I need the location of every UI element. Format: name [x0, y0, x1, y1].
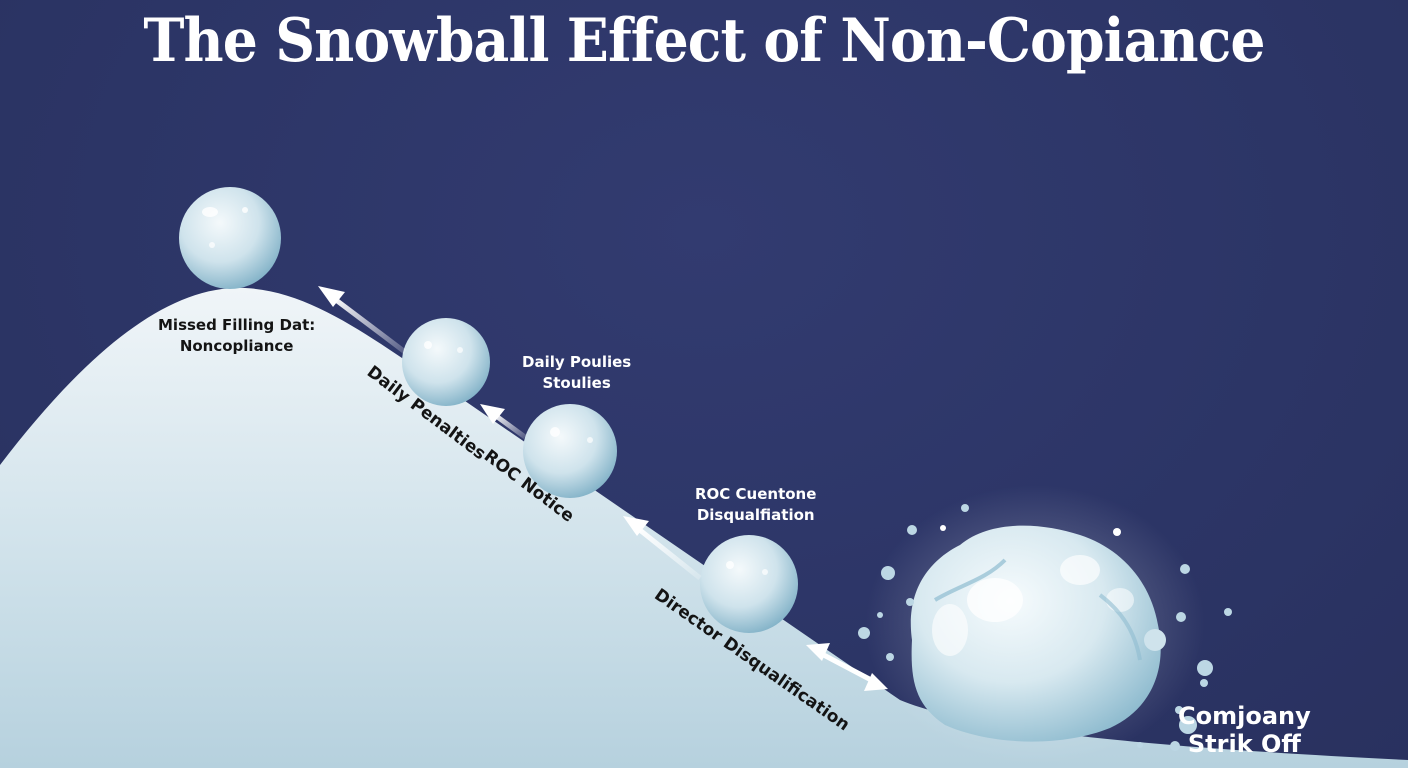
stage-2-side-label: Daily Poulies Stoulies [522, 352, 631, 394]
snow-particles [858, 504, 1232, 751]
hill [0, 287, 1408, 768]
snowball-2 [402, 318, 490, 406]
arrow-up-left-icon [623, 516, 702, 580]
stage-1-label-line1: Missed Filling Dat: [158, 316, 316, 334]
stage-1-label-line2: Noncopliance [179, 337, 294, 355]
snowball-4 [700, 535, 798, 633]
double-arrow-icon [806, 643, 888, 691]
stage-1-label: Missed Filling Dat: Noncopliance [158, 315, 315, 357]
stage-5-label-line2: Strik Off [1187, 730, 1301, 758]
snowball-large [865, 485, 1205, 765]
stage-4-side-label-line2: Disqualfiation [696, 506, 815, 524]
snowball-1 [179, 187, 281, 289]
arrow-up-left-icon [480, 404, 527, 440]
stage-5-label-line1: Comjoany [1178, 702, 1311, 730]
snowball-3 [523, 404, 617, 498]
stage-4-side-label: ROC Cuentone Disqualfiation [695, 484, 816, 526]
stage-2-side-label-line2: Stoulies [542, 374, 611, 392]
page-title: The Snowball Effect of Non-Copiance [143, 6, 1265, 76]
stage-5-label: Comjoany Strik Off [1178, 702, 1311, 758]
arrow-up-left-icon [318, 286, 407, 354]
stage-2-side-label-line1: Daily Poulies [522, 353, 632, 371]
stage-4-side-label-line1: ROC Cuentone [695, 485, 817, 503]
